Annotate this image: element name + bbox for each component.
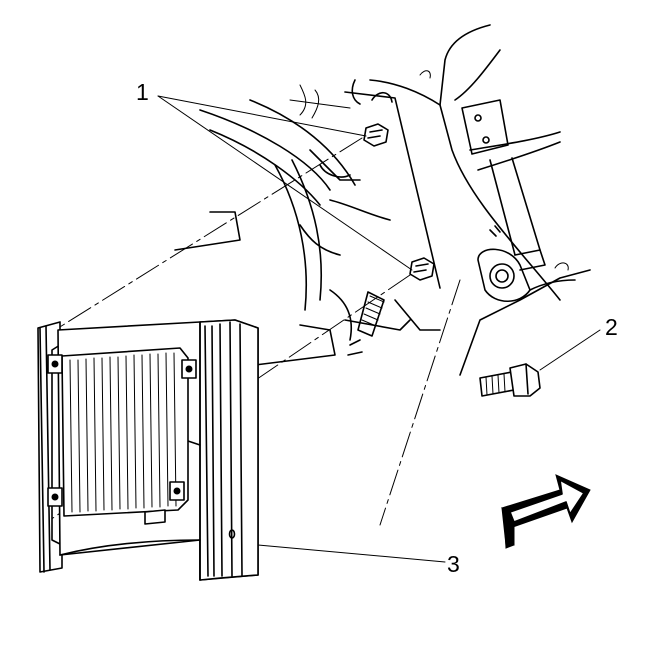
control-module-assembly: [37, 319, 259, 581]
mounting-nut-lower: [409, 257, 435, 281]
callout-1: 1: [136, 79, 149, 105]
mounting-nut-upper: [363, 123, 389, 147]
callout-2: 2: [605, 314, 618, 340]
callout-3: 3: [447, 551, 460, 577]
mounting-bolt: [479, 363, 541, 397]
leader-lines: [157, 95, 601, 563]
vehicle-body-structure: [174, 24, 591, 376]
forward-arrow-icon: [501, 474, 591, 549]
